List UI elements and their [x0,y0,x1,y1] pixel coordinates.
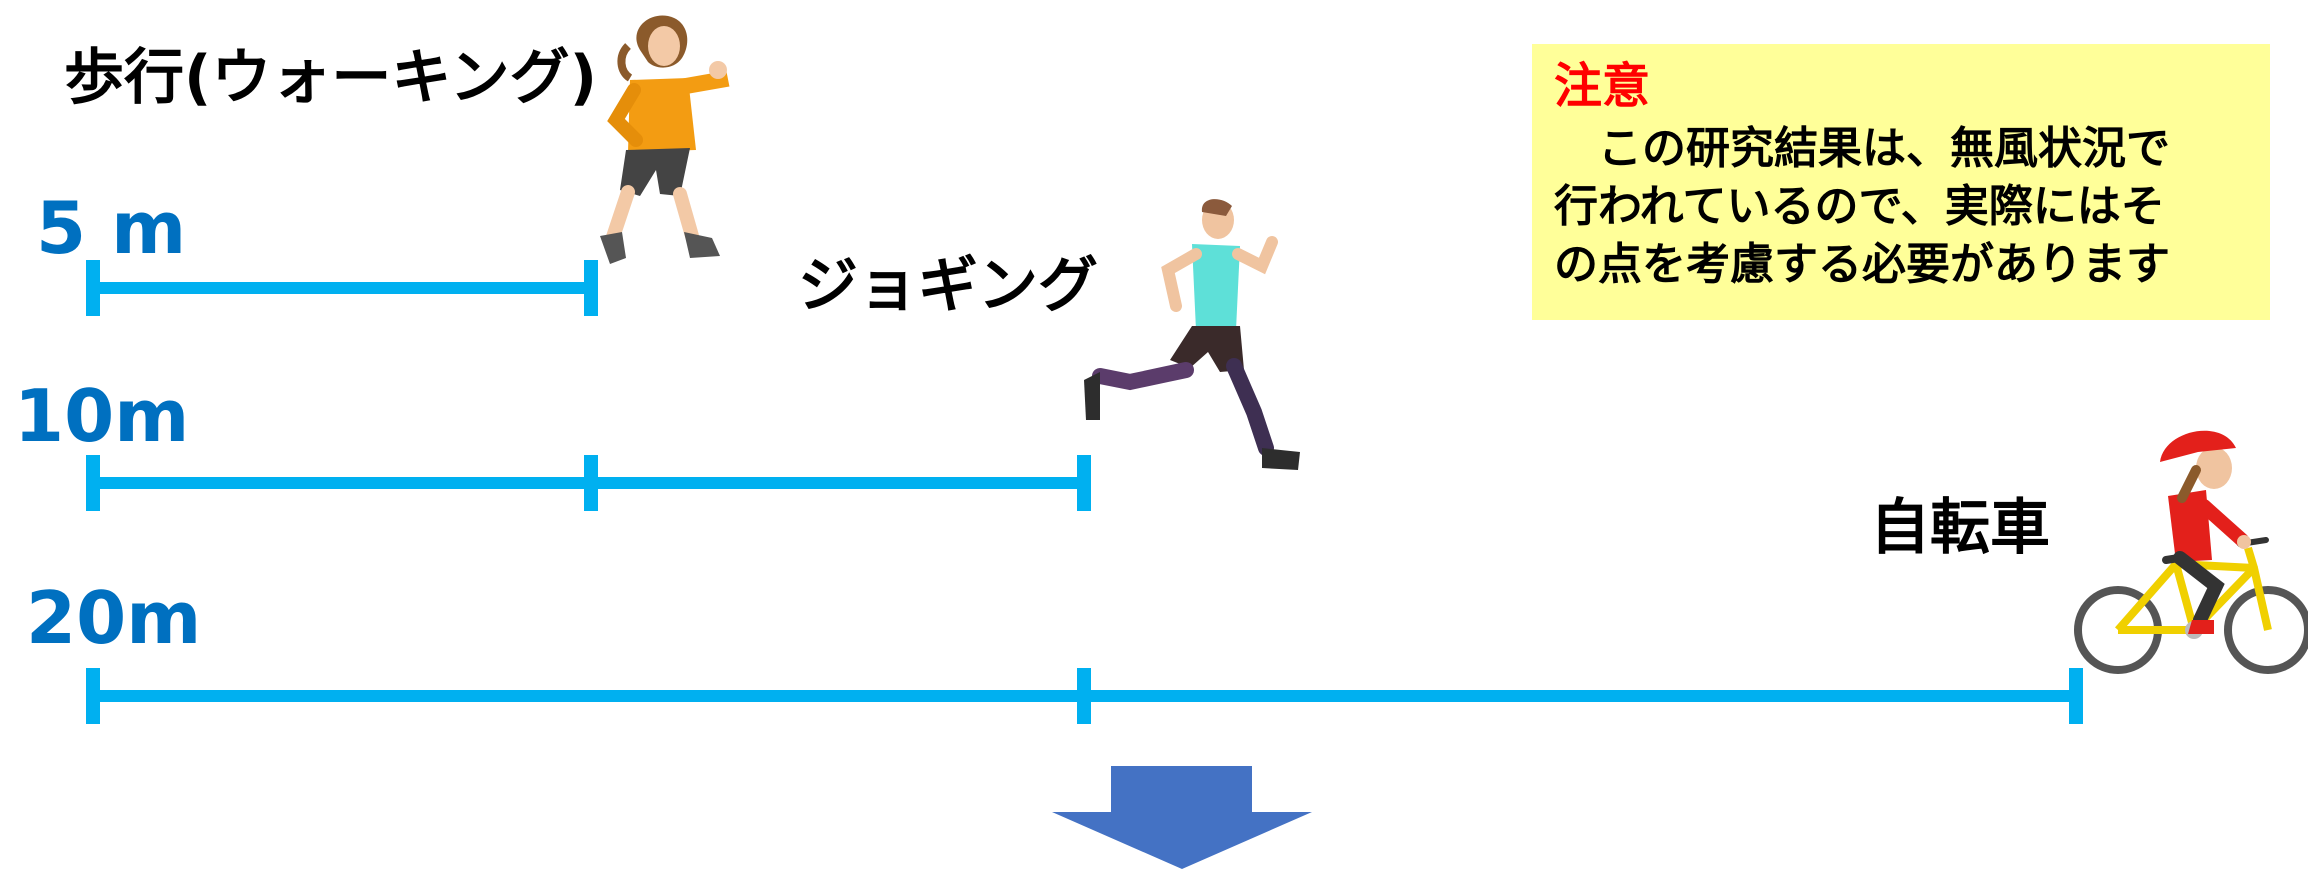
distance-label-20m: 20m [26,576,202,660]
distance-bar-5m [86,260,598,316]
walking-label: 歩行(ウォーキング) [64,43,598,113]
jogging-label: ジョギング [798,251,1098,321]
caution-note-line: の点を考慮する必要があります [1554,239,2170,290]
caution-note-line: 行われているので、実際にはそ [1554,181,2165,232]
distance-bar-10m [86,455,1091,511]
caution-note: 注意 この研究結果は、無風状況で 行われているので、実際にはそ の点を考慮する必… [1532,44,2270,320]
distance-label-5m: 5 m [36,186,187,270]
cycling-label: 自転車 [1870,493,2050,563]
caution-note-line: この研究結果は、無風状況で [1554,123,2170,174]
cyclist-icon [2074,430,2308,674]
walking-woman-icon [600,15,730,264]
running-man-icon [1084,199,1300,470]
down-arrow-icon [1052,766,1312,869]
caution-note-title: 注意 [1554,58,1651,114]
distance-bar-20m [86,668,2083,724]
distance-label-10m: 10m [14,374,190,458]
